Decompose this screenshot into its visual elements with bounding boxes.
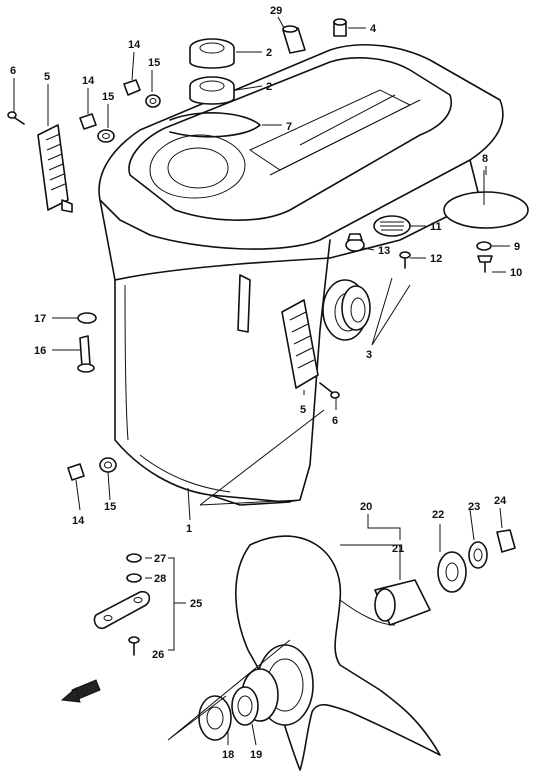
cap-part-18 [198,695,232,741]
nut-part-14-mid [79,113,97,130]
callout-12: 12 [430,253,442,265]
thrust-ring-part-21 [374,579,431,626]
callout-6-lower: 6 [332,415,338,427]
washer-part-27 [126,553,142,563]
leader-lines [13,16,510,746]
spacer-part-19 [231,686,259,726]
anode-part-5-upper [37,124,73,213]
washer-part-28 [126,573,142,583]
callout-5-lower: 5 [300,404,306,416]
screw-part-6-lower [319,382,340,399]
nut-part-14-upper [123,79,141,96]
callout-9: 9 [514,241,520,253]
callout-15-upper: 15 [148,57,160,69]
callout-7: 7 [286,121,292,133]
callout-13: 13 [378,245,390,257]
callout-17: 17 [34,313,46,325]
gear-case-body [98,44,504,506]
washer-part-9 [476,241,492,251]
callout-3: 3 [366,349,372,361]
callout-11: 11 [430,221,442,233]
callout-25: 25 [190,598,202,610]
pin-part-29 [282,25,306,54]
bolt-part-16 [77,335,95,373]
callout-4: 4 [370,23,377,35]
callout-24: 24 [494,495,507,507]
callout-22: 22 [432,509,444,521]
callout-26: 26 [152,649,164,661]
cover-plate-part-8 [443,170,529,229]
nut-part-24 [496,529,516,553]
callout-15-mid: 15 [102,91,114,103]
callout-18: 18 [222,749,234,761]
washer-part-15-lower [99,457,117,473]
callout-6-upper: 6 [10,65,16,77]
callout-2-lower: 2 [266,81,272,93]
callout-21: 21 [392,543,404,555]
direction-arrow-icon [60,679,101,703]
washer-part-15-mid [97,129,115,143]
bolt-part-10 [477,255,493,273]
gasket-part-7 [169,112,261,138]
bearing-part-2-upper [189,38,235,69]
callout-labels: 29 4 2 2 14 15 6 5 14 15 7 8 11 13 9 12 … [10,5,522,761]
propeller [235,535,441,771]
lock-washer-part-23 [468,541,488,569]
dowel-part-4 [333,18,347,37]
callout-5-upper: 5 [44,71,50,83]
water-screen-part-11 [373,215,411,237]
callout-14-mid: 14 [82,75,95,87]
callout-14-upper: 14 [128,39,141,51]
washer-part-15-upper [145,94,161,108]
callout-29: 29 [270,5,282,17]
plate-part-25 [93,590,151,630]
screw-part-12 [399,251,411,269]
callout-19: 19 [250,749,262,761]
callout-20: 20 [360,501,372,513]
callout-23: 23 [468,501,480,513]
screw-part-6-upper [7,111,25,125]
anode-part-5-lower [281,299,319,389]
callout-28: 28 [154,573,166,585]
callout-14-lower: 14 [72,515,85,527]
bearing-part-2-lower [189,76,235,105]
callout-15-lower: 15 [104,501,116,513]
callout-2-upper: 2 [266,47,272,59]
nut-part-14-lower [67,463,85,481]
callout-1: 1 [186,523,192,535]
seal-housing-part-3 [341,285,371,331]
grommet-part-13 [345,233,365,252]
callout-16: 16 [34,345,46,357]
bearing-part-22 [437,551,467,593]
callout-8: 8 [482,153,488,165]
washer-part-17 [77,312,97,324]
callout-27: 27 [154,553,166,565]
callout-10: 10 [510,267,522,279]
screw-part-26 [128,636,140,656]
